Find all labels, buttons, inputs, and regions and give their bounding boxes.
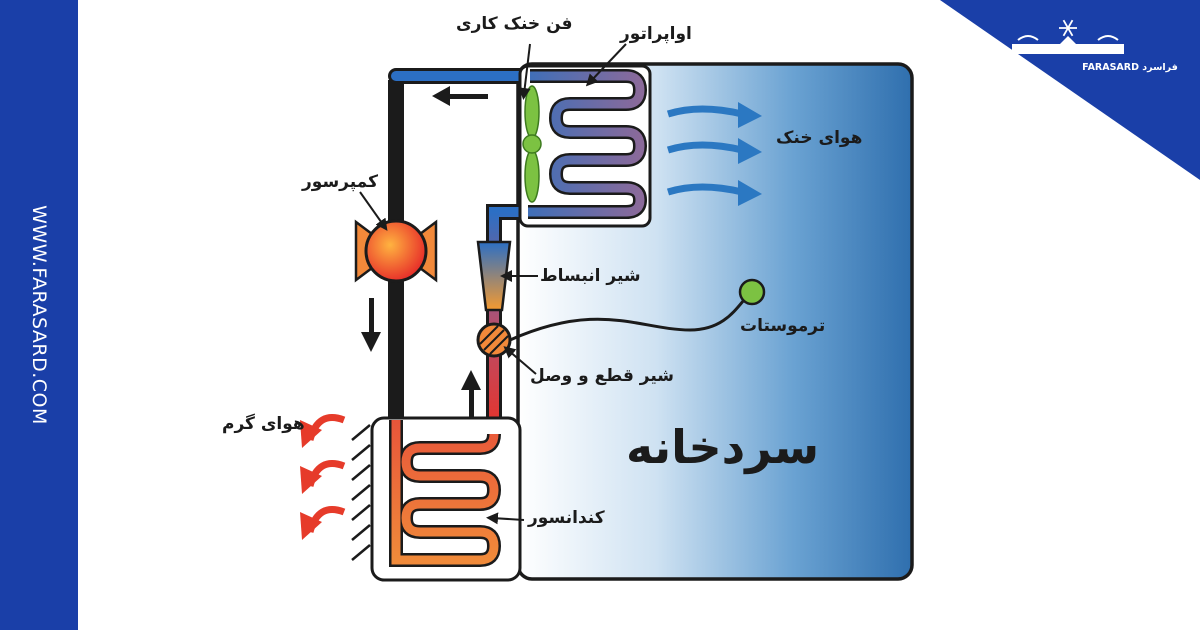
compressor-label: کمپرسور bbox=[302, 172, 378, 192]
evaporator-label: اواپراتور bbox=[620, 24, 692, 44]
compressor-icon bbox=[354, 219, 438, 283]
cold-air-label: هوای خنک bbox=[776, 128, 863, 148]
thermostat-icon bbox=[738, 278, 766, 306]
solenoid-valve-icon bbox=[476, 322, 512, 358]
brand-sidebar: WWW.FARASARD.COM bbox=[0, 0, 78, 630]
cold-room-title: سردخانه bbox=[626, 420, 820, 474]
hot-air-label: هوای گرم bbox=[222, 414, 305, 434]
logo-mark bbox=[1012, 35, 1124, 54]
snowflake-icon bbox=[1059, 19, 1077, 37]
solenoid-valve-label: شیر قطع و وصل bbox=[530, 366, 675, 386]
cold-air-arrow-icon bbox=[666, 105, 743, 196]
thermostat-wire bbox=[509, 290, 753, 342]
expansion-valve-label: شیر انبساط bbox=[540, 266, 641, 286]
cooling-fan-icon bbox=[522, 85, 542, 203]
condenser-fins bbox=[351, 424, 371, 561]
condenser-label: کندانسور bbox=[528, 508, 605, 528]
logo-text: FARASARD فراسرد bbox=[1082, 62, 1178, 73]
cooling-fan-label: فن خنک کاری bbox=[456, 14, 573, 34]
thermostat-label: ترموستات bbox=[740, 316, 826, 336]
brand-corner bbox=[940, 0, 1200, 180]
flow-arrow-icon bbox=[361, 86, 488, 418]
expansion-valve-icon bbox=[476, 240, 512, 312]
